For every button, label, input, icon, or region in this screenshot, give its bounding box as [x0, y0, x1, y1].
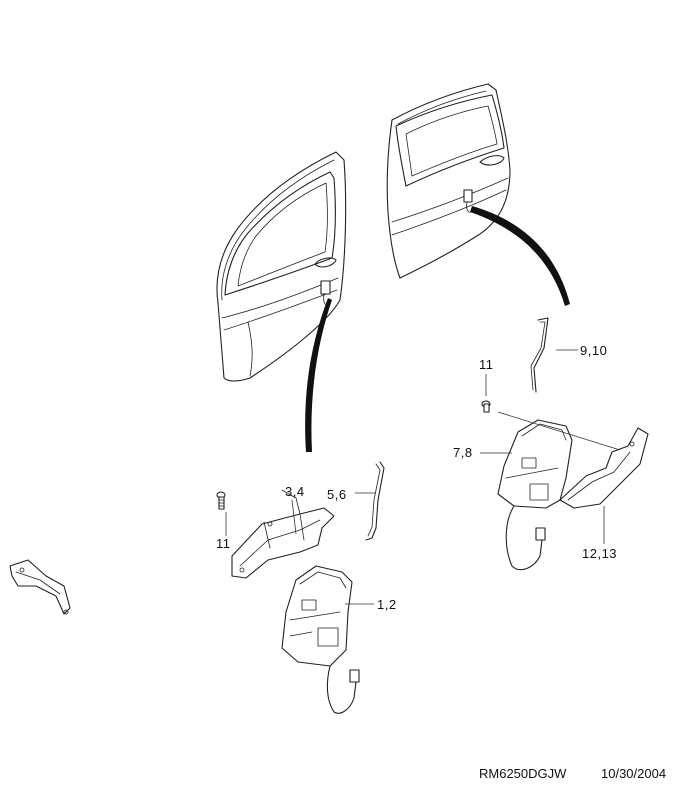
callout-rear-rod: 9,10	[580, 343, 608, 358]
rear-door-pointer	[470, 206, 570, 306]
callout-front-actuator: 1,2	[377, 597, 397, 612]
drawing-code: RM6250DGJW	[479, 766, 567, 781]
drawing-date: 10/30/2004	[601, 766, 667, 781]
front-rod-part	[365, 461, 385, 541]
rear-actuator-part	[497, 419, 573, 571]
leader-lines	[225, 349, 621, 605]
rear-bracket-part	[559, 427, 649, 509]
loose-bracket-part	[9, 559, 71, 615]
callout-rear-screw: 11	[479, 357, 494, 372]
callout-rear-actuator: 7,8	[453, 445, 473, 460]
callout-front-screw: 11	[216, 536, 231, 551]
front-screw-part	[216, 491, 226, 510]
rear-screw-part	[481, 400, 491, 413]
callout-rear-bracket: 12,13	[582, 546, 618, 561]
front-actuator-part	[281, 565, 360, 714]
front-door-pointer	[305, 298, 332, 452]
callout-front-bracket: 3,4	[285, 484, 305, 499]
rear-door-illustration	[386, 83, 511, 279]
callout-front-rod: 5,6	[327, 487, 347, 502]
front-door-illustration	[216, 151, 347, 382]
rear-rod-part	[530, 317, 549, 393]
front-bracket-part	[231, 489, 335, 579]
